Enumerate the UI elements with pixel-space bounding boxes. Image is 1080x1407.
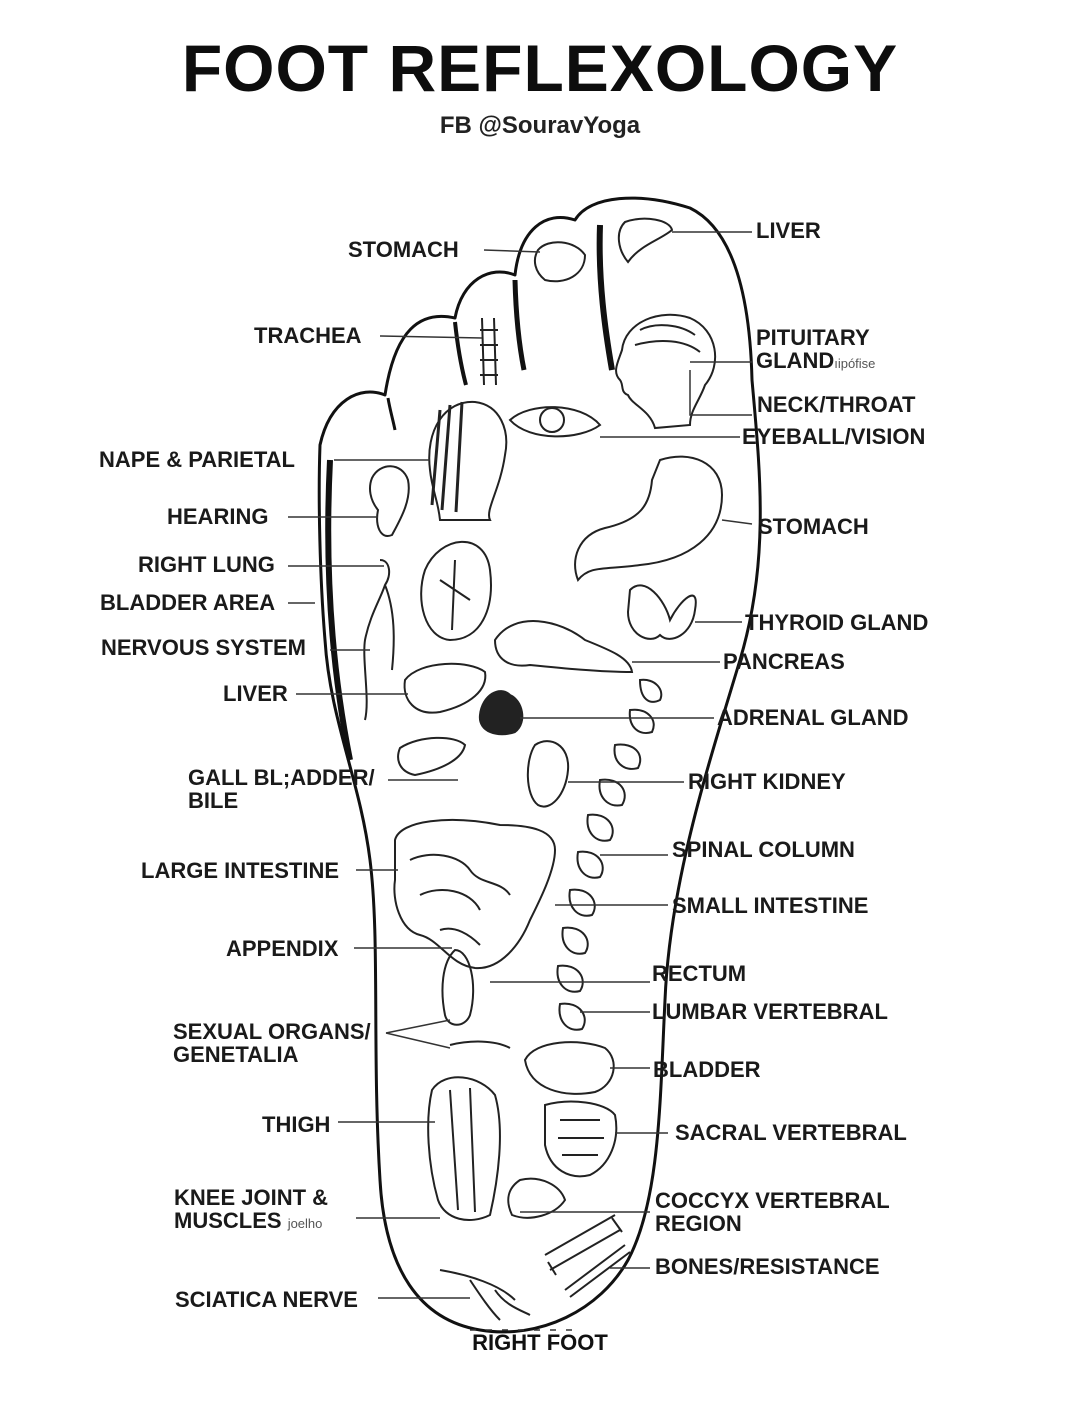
label-knee-line1: KNEE JOINT & <box>174 1185 329 1210</box>
page-subtitle: FB @SouravYoga <box>439 112 641 139</box>
label-small-intestine: SMALL INTESTINE <box>672 893 869 918</box>
foot-outline <box>317 196 762 1334</box>
label-pituitary-line2: GLANDıipófise <box>756 349 875 372</box>
label-nervous-system: NERVOUS SYSTEM <box>101 635 306 660</box>
label-gall-bladder: GALL BL;ADDER/ BILE <box>188 766 375 812</box>
label-pituitary: PITUITARY GLANDıipófise <box>756 326 875 372</box>
label-hearing: HEARING <box>167 504 269 529</box>
label-neck-throat: NECK/THROAT <box>757 392 916 417</box>
label-sciatica: SCIATICA NERVE <box>175 1287 358 1312</box>
label-large-intestine: LARGE INTESTINE <box>141 858 340 883</box>
label-liver-left: LIVER <box>223 681 288 706</box>
label-sexual-organs-line2: GENETALIA <box>173 1042 299 1068</box>
label-adrenal: ADRENAL GLAND <box>717 705 909 730</box>
label-coccyx-line1: COCCYX VERTEBRAL <box>655 1188 890 1213</box>
label-stomach-toe: STOMACH <box>348 237 459 262</box>
label-stomach-right: STOMACH <box>758 514 869 539</box>
label-thigh: THIGH <box>262 1112 331 1137</box>
label-bones: BONES/RESISTANCE <box>655 1254 880 1279</box>
label-bladder: BLADDER <box>653 1057 761 1082</box>
label-right-lung: RIGHT LUNG <box>138 552 275 577</box>
label-gall-bladder-line2: BILE <box>188 788 239 814</box>
label-sexual-organs: SEXUAL ORGANS/ GENETALIA <box>173 1020 371 1066</box>
label-right-kidney: RIGHT KIDNEY <box>688 769 846 794</box>
label-bladder-area: BLADDER AREA <box>100 590 276 615</box>
label-nape-parietal: NAPE & PARIETAL <box>99 447 295 472</box>
label-pituitary-line2-text: GLAND <box>756 348 835 374</box>
label-liver-right: LIVER <box>756 218 821 243</box>
foot-caption: RIGHT FOOT <box>472 1330 608 1355</box>
label-trachea: TRACHEA <box>254 323 362 348</box>
label-thyroid: THYROID GLAND <box>745 610 929 635</box>
label-knee-line2: MUSCLES joelho <box>174 1209 328 1232</box>
label-coccyx: COCCYX VERTEBRAL REGION <box>655 1189 890 1235</box>
label-sacral: SACRAL VERTEBRAL <box>675 1120 907 1145</box>
label-appendix: APPENDIX <box>226 936 339 961</box>
label-knee-note: joelho <box>287 1216 323 1232</box>
label-gall-bladder-line1: GALL BL;ADDER/ <box>188 765 375 790</box>
label-pituitary-line1: PITUITARY <box>756 325 870 350</box>
label-coccyx-line2: REGION <box>655 1211 742 1237</box>
label-rectum: RECTUM <box>652 961 747 986</box>
liver-toe-shape <box>617 217 674 264</box>
page-title: FOOT REFLEXOLOGY <box>181 31 899 105</box>
label-pituitary-note: ıipófise <box>834 356 876 372</box>
label-eyeball: EYEBALL/VISION <box>742 424 926 449</box>
label-lumbar: LUMBAR VERTEBRAL <box>652 999 888 1024</box>
label-spinal-column: SPINAL COLUMN <box>672 837 855 862</box>
label-pancreas: PANCREAS <box>723 649 845 674</box>
label-sexual-organs-line1: SEXUAL ORGANS/ <box>173 1019 371 1044</box>
label-knee-line2-text: MUSCLES <box>174 1208 282 1234</box>
label-knee: KNEE JOINT & MUSCLES joelho <box>174 1186 328 1232</box>
